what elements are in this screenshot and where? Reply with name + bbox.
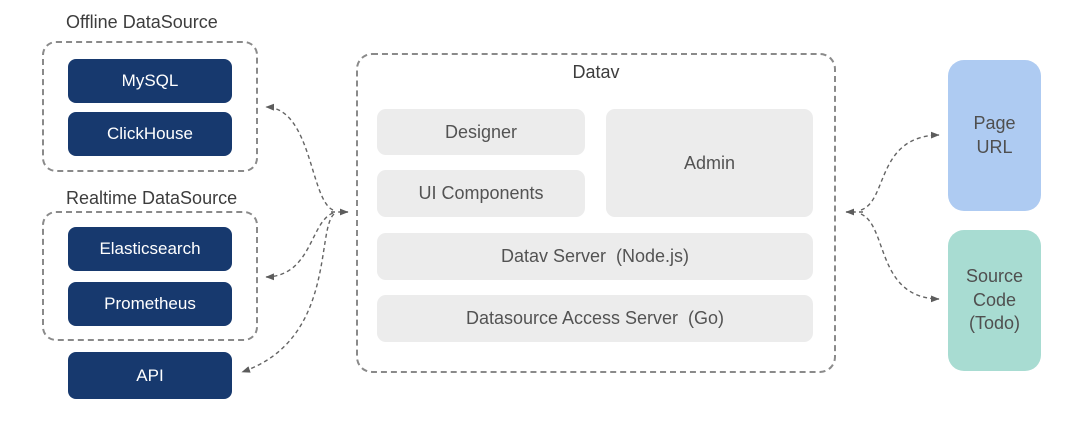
arrow-datav-to-page-url	[860, 131, 940, 211]
datasource-access-server-box: Datasource Access Server (Go)	[377, 295, 813, 342]
admin-box: Admin	[606, 109, 813, 217]
realtime-datasource-group	[42, 211, 258, 341]
arrow-datav-to-source-code	[860, 213, 940, 303]
offline-datasource-group	[42, 41, 258, 172]
elasticsearch-box: Elasticsearch	[68, 227, 232, 271]
arrow-datav-to-offline	[265, 103, 334, 211]
prometheus-box: Prometheus	[68, 282, 232, 326]
clickhouse-box: ClickHouse	[68, 112, 232, 156]
datav-server-box: Datav Server (Node.js)	[377, 233, 813, 280]
source-code-box: Source Code (Todo)	[948, 230, 1041, 371]
datav-title: Datav	[572, 62, 620, 82]
designer-box: Designer	[377, 109, 585, 155]
api-box: API	[68, 352, 232, 399]
ui-components-box: UI Components	[377, 170, 585, 217]
page-url-box: Page URL	[948, 60, 1041, 211]
realtime-datasource-label: Realtime DataSource	[66, 188, 238, 208]
arrow-datav-to-realtime	[265, 212, 334, 281]
mysql-box: MySQL	[68, 59, 232, 103]
datav-frame	[356, 53, 836, 373]
offline-datasource-label: Offline DataSource	[66, 12, 218, 32]
